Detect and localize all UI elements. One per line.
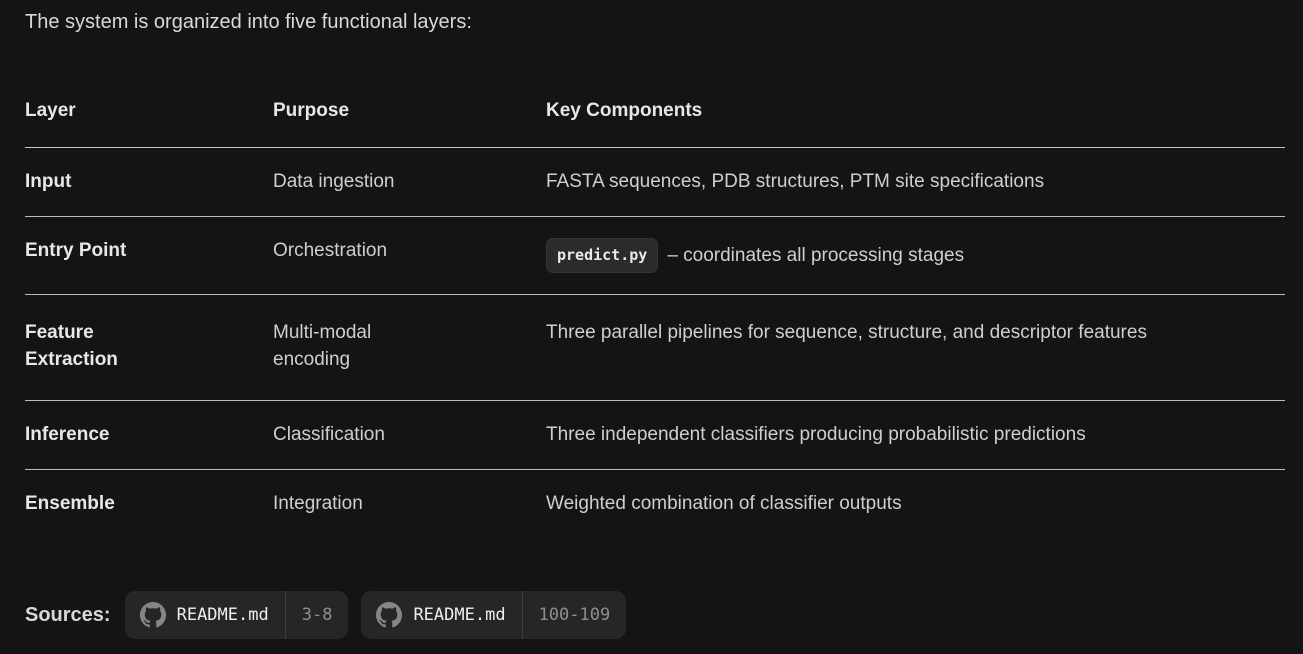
purpose-cell: Integration	[273, 493, 363, 514]
table-header-row: Layer Purpose Key Components	[25, 98, 1285, 148]
source-badge-readme-100-109[interactable]: README.md 100-109	[361, 591, 627, 639]
purpose-cell: Classification	[273, 400, 546, 470]
column-header-purpose: Purpose	[273, 98, 546, 148]
table-row: Inference Classification Three independe…	[25, 400, 1285, 470]
components-cell: predict.py – coordinates all processing s…	[546, 216, 1285, 295]
inline-code-chip: predict.py	[546, 238, 659, 273]
source-file-part: README.md	[125, 591, 285, 639]
layer-cell: Ensemble	[25, 493, 115, 514]
purpose-cell: Data ingestion	[273, 147, 546, 217]
layer-cell: Input	[25, 147, 273, 217]
components-cell: Three parallel pipelines for sequence, s…	[546, 294, 1285, 401]
badge-divider	[284, 591, 286, 639]
column-header-layer: Layer	[25, 98, 273, 148]
layer-cell: Entry Point	[25, 216, 273, 295]
layer-cell: Feature Extraction	[25, 294, 273, 401]
github-icon	[376, 602, 403, 628]
github-icon	[139, 602, 166, 628]
table-row: Entry Point Orchestration predict.py – co…	[25, 216, 1285, 295]
source-file-part: README.md	[361, 591, 521, 639]
components-cell: Weighted combination of classifier outpu…	[546, 493, 902, 514]
layers-table: Layer Purpose Key Components Input Data …	[25, 98, 1285, 538]
badge-divider	[521, 591, 523, 639]
source-file-name: README.md	[176, 605, 269, 625]
source-line-range: 3-8	[301, 605, 333, 625]
source-line-range: 100-109	[538, 605, 611, 625]
table-row: Feature Extraction Multi-modal encoding …	[25, 294, 1285, 401]
content-area: The system is organized into five functi…	[25, 11, 1285, 639]
source-badge-readme-3-8[interactable]: README.md 3-8	[124, 591, 349, 639]
components-text: – coordinates all processing stages	[667, 245, 965, 266]
sources-label: Sources:	[25, 603, 111, 626]
sources-section: Sources: README.md 3-8 README.md 100-109	[25, 591, 1285, 639]
table-row: Input Data ingestion FASTA sequences, PD…	[25, 147, 1285, 217]
table-row: Ensemble Integration Weighted combinatio…	[25, 470, 1285, 539]
source-file-name: README.md	[413, 605, 506, 625]
components-cell: FASTA sequences, PDB structures, PTM sit…	[546, 147, 1285, 217]
purpose-cell: Orchestration	[273, 216, 546, 295]
column-header-key-components: Key Components	[546, 98, 1285, 148]
components-cell: Three independent classifiers producing …	[546, 400, 1285, 470]
layer-cell: Inference	[25, 400, 273, 470]
purpose-cell: Multi-modal encoding	[273, 294, 546, 401]
intro-text: The system is organized into five functi…	[25, 11, 472, 33]
